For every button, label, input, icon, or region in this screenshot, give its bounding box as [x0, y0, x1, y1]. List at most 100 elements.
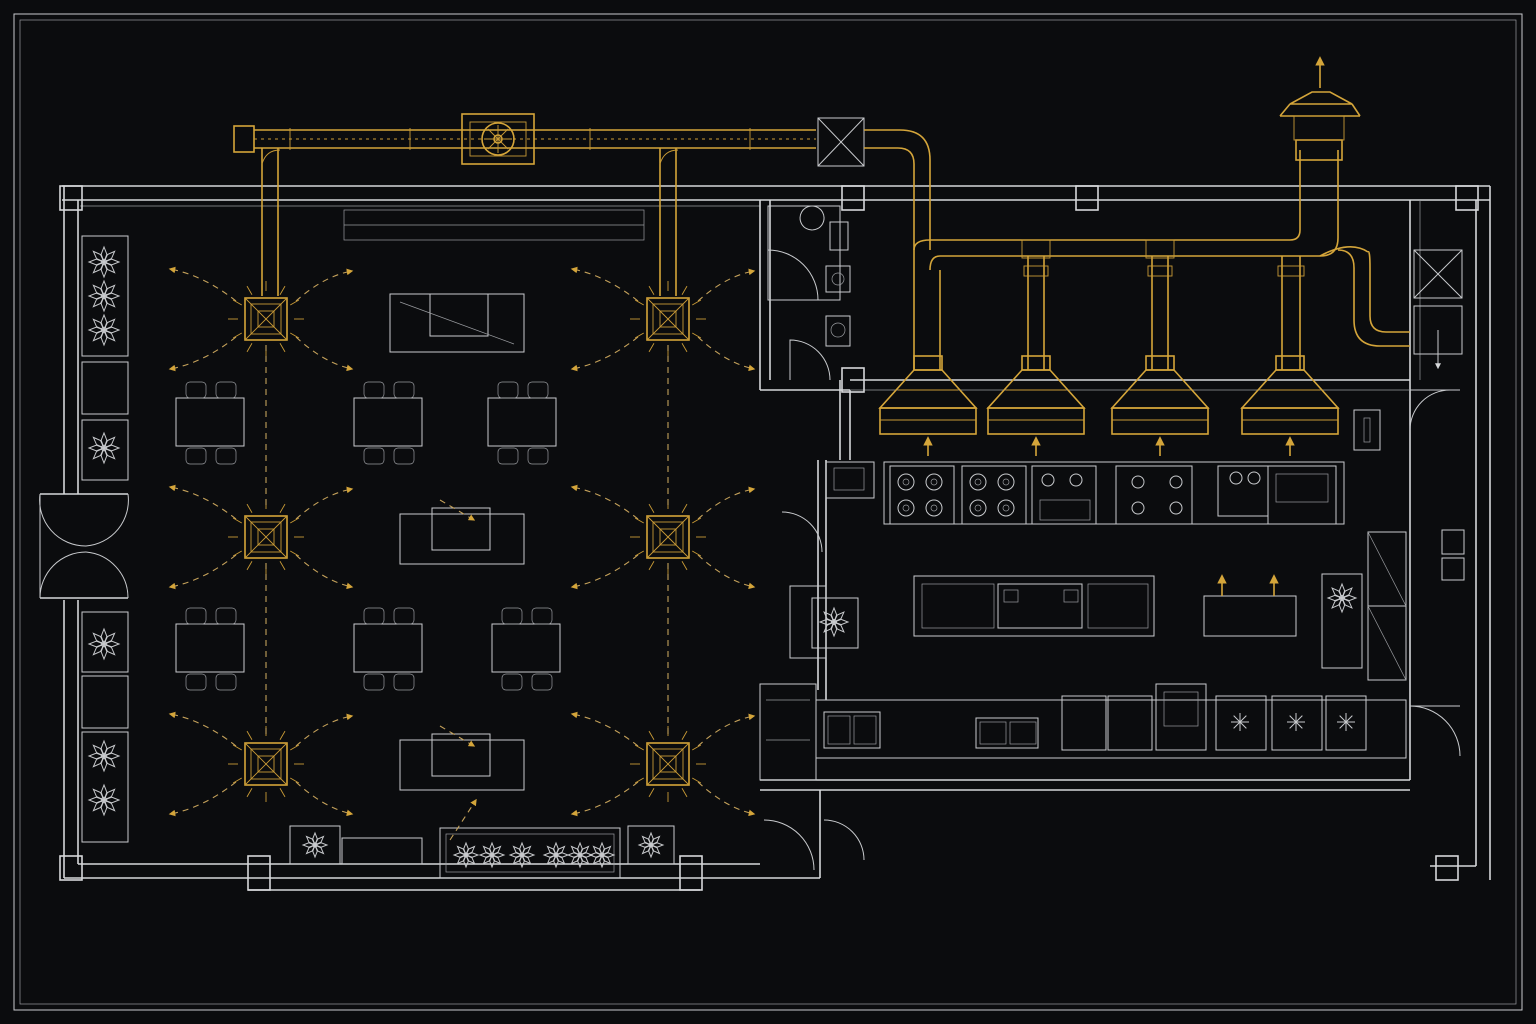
drawing-border	[13, 13, 1523, 1011]
plant-icon	[1326, 582, 1358, 614]
chair	[393, 447, 415, 465]
planters-bottom	[289, 825, 675, 879]
dining-table	[491, 607, 561, 691]
airflow-arrow	[570, 711, 639, 747]
airflow-arrows	[168, 266, 756, 841]
serving-stations	[389, 293, 525, 791]
dining-table	[353, 381, 423, 465]
burner	[1169, 501, 1183, 515]
snowflake-icon	[1337, 713, 1355, 731]
plant-icon	[87, 627, 121, 661]
airflow-arrow	[570, 336, 639, 372]
airflow-arrow	[168, 266, 237, 302]
burner	[1131, 501, 1145, 515]
chair	[185, 607, 207, 625]
dining-table	[353, 607, 423, 691]
plant-icon	[452, 841, 480, 869]
airflow-arrow	[168, 781, 237, 817]
exhaust-hood	[1110, 355, 1210, 456]
airflow-arrow	[295, 268, 354, 302]
chair	[363, 607, 385, 625]
plant-icon	[87, 313, 121, 347]
chair	[527, 447, 549, 465]
plant-icon	[566, 841, 594, 869]
airflow-arrow	[295, 713, 354, 747]
exhaust-hood	[986, 355, 1086, 456]
burner	[1041, 473, 1055, 487]
plant-icon	[87, 245, 121, 279]
chair	[215, 607, 237, 625]
kitchen-exhaust-duct	[817, 56, 1410, 456]
burner	[1131, 475, 1145, 489]
burner	[997, 473, 1015, 491]
plant-icon	[637, 831, 665, 859]
airflow-arrow	[295, 781, 354, 817]
chair	[501, 673, 523, 691]
airflow-arrow	[697, 554, 756, 590]
airflow-arrow	[168, 484, 237, 520]
plant-icon	[87, 279, 121, 313]
burner	[997, 499, 1015, 517]
burner	[897, 499, 915, 517]
burner	[1229, 471, 1243, 485]
planters-left	[81, 235, 129, 843]
airflow-arrow	[570, 484, 639, 520]
supply-diffuser	[228, 499, 304, 575]
airflow-arrow	[570, 554, 639, 590]
hvac-supply-duct	[233, 113, 816, 296]
burner	[925, 473, 943, 491]
plant-icon	[87, 739, 121, 773]
airflow-arrow	[295, 554, 354, 590]
burner	[1169, 475, 1183, 489]
kitchen-equipment	[759, 389, 1465, 871]
chair	[393, 673, 415, 691]
chair	[215, 381, 237, 399]
burner	[897, 473, 915, 491]
plant-icon	[87, 783, 121, 817]
airflow-arrow	[295, 336, 354, 372]
supply-diffuser	[630, 499, 706, 575]
dining-tables	[175, 381, 561, 691]
chair	[363, 673, 385, 691]
chair	[185, 381, 207, 399]
plant-icon	[301, 831, 329, 859]
burner	[1247, 471, 1261, 485]
entrance-double-door	[39, 493, 129, 599]
chair	[185, 447, 207, 465]
airflow-arrow	[439, 725, 476, 747]
plant-icon	[542, 841, 570, 869]
chair	[501, 607, 523, 625]
supply-diffuser	[228, 726, 304, 802]
dining-table	[487, 381, 557, 465]
snowflake-icon	[1287, 713, 1305, 731]
plant-icon	[508, 841, 536, 869]
chair	[215, 447, 237, 465]
burner	[969, 499, 987, 517]
burner	[969, 473, 987, 491]
drawing-border-inner	[19, 19, 1517, 1005]
exterior-walls	[59, 185, 1491, 891]
dining-table	[175, 381, 245, 465]
airflow-arrow	[697, 336, 756, 372]
supply-diffusers	[228, 281, 706, 802]
supply-diffuser	[228, 281, 304, 357]
burner	[925, 499, 943, 517]
chair	[185, 673, 207, 691]
airflow-arrow	[439, 499, 476, 521]
airflow-arrow	[168, 711, 237, 747]
snowflake-icon	[1231, 713, 1249, 731]
chair	[497, 381, 519, 399]
exhaust-hood	[1240, 355, 1340, 456]
chair	[531, 673, 553, 691]
plant-icon	[588, 841, 616, 869]
chair	[393, 607, 415, 625]
airflow-arrow	[570, 781, 639, 817]
airflow-arrow	[168, 554, 237, 590]
plant-icon	[478, 841, 506, 869]
exhaust-louver	[1413, 249, 1463, 370]
chair	[215, 673, 237, 691]
airflow-arrow	[697, 781, 756, 817]
chair	[527, 381, 549, 399]
chair	[393, 381, 415, 399]
